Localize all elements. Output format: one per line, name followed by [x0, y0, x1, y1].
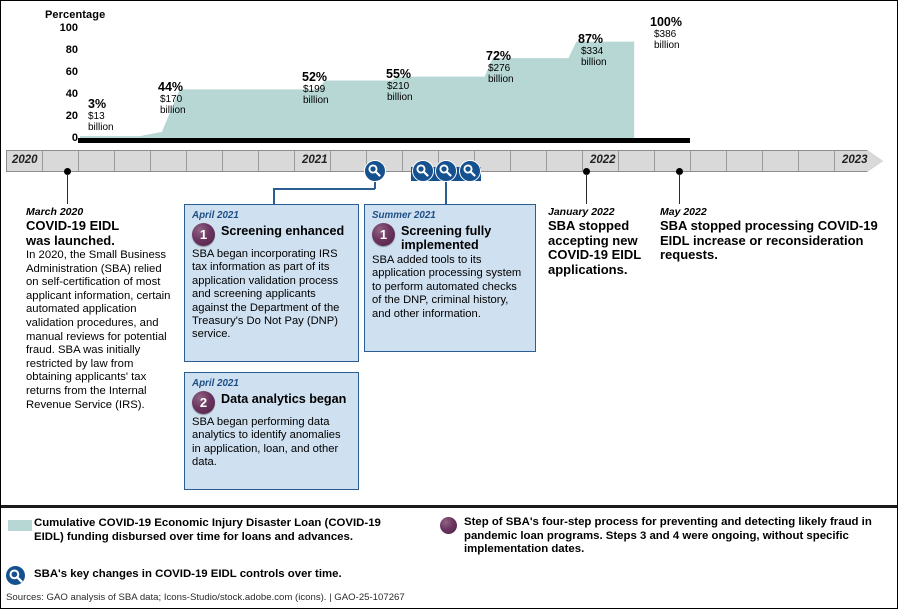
- legend-magnifier-label: SBA's key changes in COVID-19 EIDL contr…: [34, 568, 342, 580]
- step-number-circle-1: 1: [192, 223, 215, 246]
- note-title-may-2022: SBA stopped processing COVID-19 EIDL inc…: [660, 218, 878, 262]
- event-dot-may-2022: [676, 168, 683, 175]
- y-tick-0: 0: [71, 132, 78, 144]
- connector-h-1: [273, 188, 375, 190]
- callout-body-1: SBA began incorporating IRS tax informat…: [192, 248, 340, 341]
- value-pct-6: 87%: [578, 32, 604, 46]
- timeline-year-2020: 2020: [12, 154, 38, 166]
- callout-title-2: Data analytics began: [221, 392, 347, 406]
- timeline-year-2021: 2021: [302, 154, 328, 166]
- note-date-march-2020: March 2020: [26, 206, 84, 218]
- magnifier-icon-summer-2021-b[interactable]: [435, 160, 457, 182]
- leader-line-january-2022: [586, 174, 587, 204]
- connector-v-2: [445, 182, 447, 204]
- note-body-march-2020: In 2020, the Small Business Administrati…: [26, 249, 171, 411]
- y-axis-title: Percentage: [45, 9, 106, 21]
- connector-v-1b: [273, 188, 275, 204]
- timeline-year-2023: 2023: [842, 154, 868, 166]
- x-axis-baseline: [78, 138, 690, 143]
- callout-date-3: Summer 2021: [372, 210, 436, 221]
- callout-body-3: SBA added tools to its application proce…: [372, 254, 522, 320]
- note-title-january-2022: SBA stopped accepting new COVID-19 EIDL …: [548, 218, 641, 277]
- legend-step-label: Step of SBA's four-step process for prev…: [464, 516, 872, 556]
- legend: Cumulative COVID-19 Economic Injury Disa…: [0, 512, 900, 585]
- magnifier-icon-summer-2021-a[interactable]: [412, 160, 434, 182]
- value-pct-4: 55%: [386, 67, 412, 81]
- magnifier-icon-summer-2021-c[interactable]: [459, 160, 481, 182]
- y-tick-40: 40: [65, 88, 78, 100]
- note-january-2022: January 2022 SBA stopped accepting new C…: [548, 206, 652, 277]
- y-tick-80: 80: [65, 44, 78, 56]
- event-dot-march-2020: [64, 168, 71, 175]
- value-pct-2: 44%: [158, 80, 184, 94]
- step-number-circle-3: 1: [372, 223, 395, 246]
- timeline-arrow-head: [867, 150, 883, 172]
- magnifier-icon-april-2021-a[interactable]: [364, 160, 386, 182]
- timeline-year-2022: 2022: [590, 154, 616, 166]
- legend-area-swatch: [8, 520, 32, 531]
- sources-line: Sources: GAO analysis of SBA data; Icons…: [6, 592, 405, 603]
- event-dot-january-2022: [583, 168, 590, 175]
- legend-divider: [1, 505, 897, 508]
- y-tick-20: 20: [65, 110, 78, 122]
- callout-date-2: April 2021: [192, 378, 239, 389]
- y-tick-60: 60: [65, 66, 78, 78]
- callout-date-1: April 2021: [192, 210, 239, 221]
- area-series: [80, 41, 635, 140]
- legend-magnifier-icon: [6, 566, 25, 585]
- connector-v-1: [374, 182, 376, 189]
- leader-line-may-2022: [679, 174, 680, 204]
- timeline: 2020 2021 2022 2023: [6, 150, 894, 172]
- value-pct-5: 72%: [486, 49, 512, 63]
- note-date-may-2022: May 2022: [660, 206, 707, 218]
- note-may-2022: May 2022 SBA stopped processing COVID-19…: [660, 206, 892, 263]
- callout-screening-fully-implemented[interactable]: Summer 2021 1 Screening fully implemente…: [364, 204, 536, 352]
- value-pct-7: 100%: [650, 15, 682, 29]
- callout-body-2: SBA began performing data analytics to i…: [192, 416, 341, 469]
- note-date-january-2022: January 2022: [548, 206, 615, 218]
- callout-data-analytics[interactable]: April 2021 2 Data analytics began SBA be…: [184, 372, 359, 490]
- legend-area-label: Cumulative COVID-19 Economic Injury Disa…: [34, 517, 381, 543]
- callout-title-1: Screening enhanced: [221, 224, 345, 238]
- callout-title-3: Screening fully implemented: [401, 224, 492, 252]
- leader-line-march-2020: [67, 174, 68, 204]
- y-tick-100: 100: [59, 22, 78, 34]
- legend-step-circle: [440, 517, 457, 534]
- value-pct-1: 3%: [88, 97, 107, 111]
- step-number-circle-2: 2: [192, 391, 215, 414]
- callout-screening-enhanced[interactable]: April 2021 1 Screening enhanced SBA bega…: [184, 204, 359, 362]
- value-pct-3: 52%: [302, 70, 328, 84]
